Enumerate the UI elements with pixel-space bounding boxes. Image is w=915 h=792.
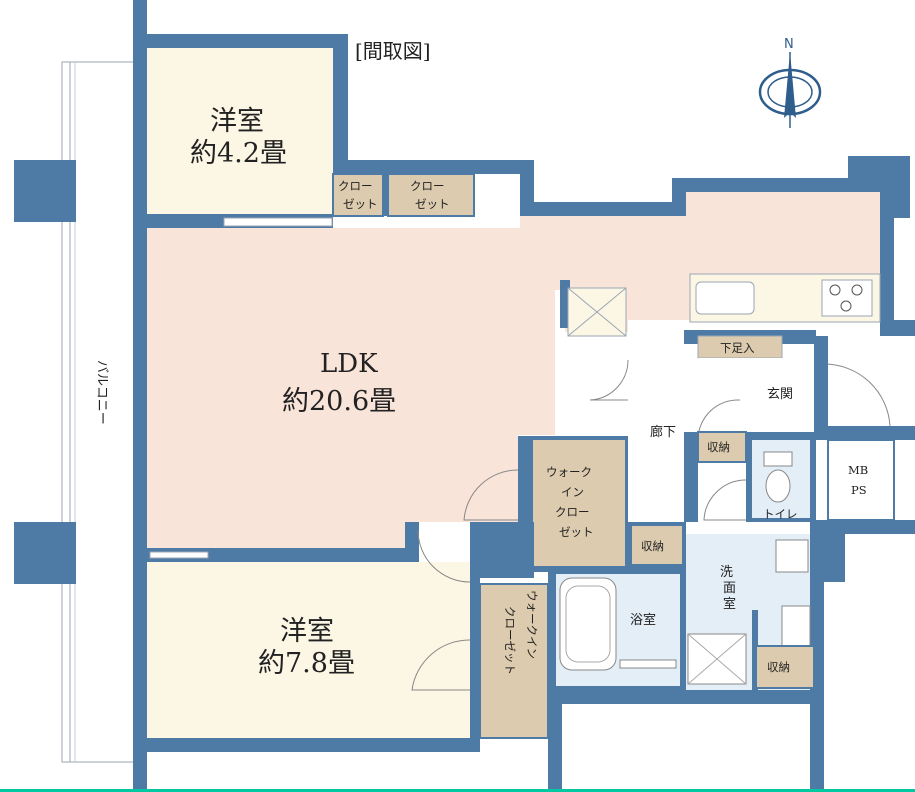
entrance-label: 玄関 bbox=[767, 387, 793, 402]
storage-small bbox=[697, 431, 747, 463]
bottom-border bbox=[0, 789, 915, 792]
washroom-label-1: 洗 bbox=[720, 565, 733, 580]
outer-walls bbox=[133, 0, 915, 792]
wic-1-label-1: ウォーク bbox=[546, 465, 592, 479]
hallway-label: 廊下 bbox=[650, 424, 676, 440]
wic-2-label-1: ウォークイン bbox=[525, 590, 539, 659]
sink-icon bbox=[695, 281, 755, 315]
western-room-small bbox=[147, 48, 333, 216]
balcony: バルコニー bbox=[14, 61, 135, 763]
ldk-size: 約20.6畳 bbox=[282, 386, 396, 417]
storage-small-label: 収納 bbox=[707, 440, 730, 454]
western-room-small-name: 洋室 bbox=[210, 106, 264, 137]
bathtub-icon bbox=[559, 577, 617, 671]
washroom-label-2: 面 bbox=[723, 581, 736, 596]
stove-icon bbox=[821, 279, 873, 317]
wic-1-label-3: クロー bbox=[555, 505, 590, 519]
wic-1-label-2: イン bbox=[561, 485, 584, 499]
closet-1-label-1: クロー bbox=[338, 179, 373, 193]
bathroom-label: 浴室 bbox=[630, 612, 656, 628]
shoe-storage-label: 下足入 bbox=[720, 341, 755, 355]
entrance bbox=[698, 358, 818, 428]
closet-1-label-2: ゼット bbox=[343, 197, 378, 211]
ldk-name: LDK bbox=[320, 349, 378, 379]
compass-icon: N bbox=[758, 37, 822, 128]
plan-title: [間取図] bbox=[355, 39, 431, 63]
wic-2-label-2: クローゼット bbox=[503, 606, 517, 675]
storage-wash bbox=[755, 645, 815, 689]
toilet-label: トイレ bbox=[763, 507, 798, 521]
mbps-label-1: MB bbox=[848, 463, 868, 477]
storage-hall-label: 収納 bbox=[641, 539, 664, 553]
western-room-large-name: 洋室 bbox=[280, 616, 334, 647]
western-room-large bbox=[147, 562, 474, 738]
closet-2-label-1: クロー bbox=[410, 179, 445, 193]
compass-north-label: N bbox=[784, 37, 794, 52]
western-room-large-size: 約7.8畳 bbox=[258, 648, 355, 679]
storage-hall bbox=[632, 526, 682, 564]
walk-in-closet-1 bbox=[533, 440, 625, 566]
mbps bbox=[827, 439, 895, 521]
mbps-label-2: PS bbox=[851, 483, 867, 497]
washroom-label-3: 室 bbox=[723, 596, 736, 612]
balcony-label: バルコニー bbox=[94, 360, 109, 425]
toilet-icon bbox=[765, 469, 791, 503]
wic-1-label-4: ゼット bbox=[559, 525, 594, 539]
storage-wash-label: 収納 bbox=[767, 660, 790, 674]
western-room-small-size: 約4.2畳 bbox=[190, 138, 287, 169]
closet-2-label-2: ゼット bbox=[415, 197, 450, 211]
